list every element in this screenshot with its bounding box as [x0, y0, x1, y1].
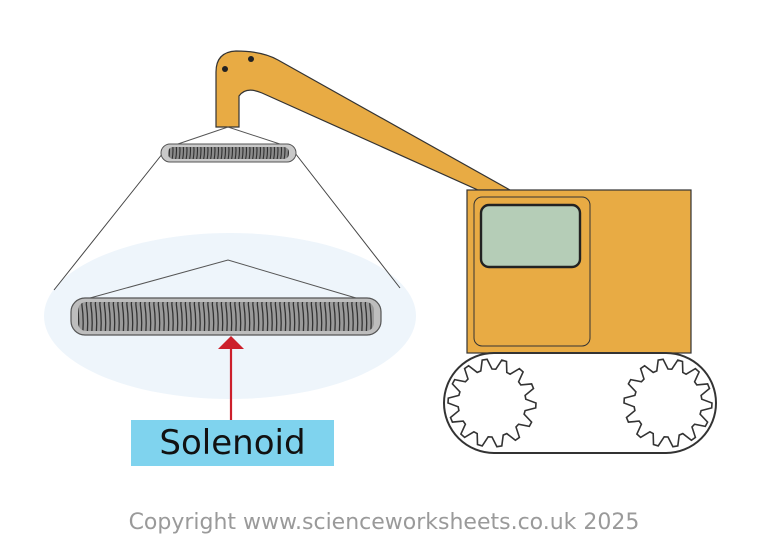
cab-window — [479, 203, 582, 269]
solenoid-icon — [160, 143, 297, 163]
cab-door — [473, 196, 591, 347]
magnify-line-right — [294, 152, 401, 289]
solenoid-label: Solenoid — [131, 420, 334, 466]
pointer-arrow-head — [218, 336, 244, 349]
boom-pin-1 — [222, 66, 228, 72]
copyright-text: Copyright www.scienceworksheets.co.uk 20… — [128, 510, 640, 535]
crane-boom — [215, 50, 513, 191]
magnify-line-left — [53, 152, 164, 291]
magnified-hanger — [89, 259, 357, 299]
solenoid-hanger — [171, 126, 287, 147]
magnified-solenoid — [70, 297, 382, 336]
crane-icon — [215, 50, 717, 454]
track-wheel-icon — [623, 358, 713, 448]
track-wheel-icon — [447, 358, 537, 448]
boom-pin-2 — [248, 56, 254, 62]
solenoid-label-text: Solenoid — [159, 423, 306, 463]
